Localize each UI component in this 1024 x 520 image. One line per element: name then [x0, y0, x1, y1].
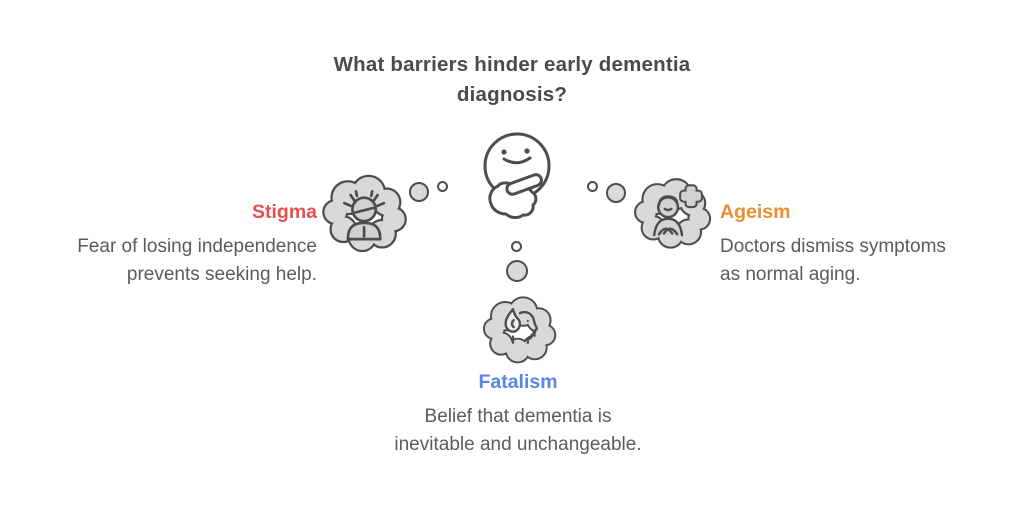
- ageism-thought-bubble: [634, 178, 712, 249]
- stigma-thought-bubble: [322, 174, 407, 253]
- ageism-label: Ageism: [720, 201, 791, 223]
- stressed-person-icon: [342, 190, 386, 241]
- page-title: What barriers hinder early dementia diag…: [0, 50, 1024, 109]
- stigma-text-block: Stigma Fear of losing independence preve…: [17, 200, 317, 289]
- page-title-line2: diagnosis?: [456, 82, 568, 106]
- thought-trail-dot: [511, 241, 522, 252]
- ageism-text-block: Ageism Doctors dismiss symptoms as norma…: [720, 200, 1020, 289]
- thought-trail-dot: [606, 183, 626, 203]
- thought-trail-dot: [587, 181, 598, 192]
- stigma-label: Stigma: [251, 201, 317, 223]
- fatalism-description: Belief that dementia is inevitable and u…: [394, 406, 642, 455]
- thinking-face-icon: [483, 132, 551, 219]
- doctor-with-medical-cross-icon: [652, 184, 703, 237]
- thought-trail-dot: [437, 181, 448, 192]
- thought-trail-dot: [506, 260, 528, 282]
- thought-trail-dot: [409, 182, 429, 202]
- stigma-description: Fear of losing independence prevents see…: [77, 236, 317, 285]
- fatalism-thought-bubble: [482, 296, 557, 364]
- head-profile-with-flame-icon: [504, 308, 539, 344]
- ageism-description: Doctors dismiss symptoms as normal aging…: [720, 236, 946, 285]
- page-title-line1: What barriers hinder early dementia: [333, 53, 691, 76]
- fatalism-label: Fatalism: [478, 371, 558, 393]
- fatalism-text-block: Fatalism Belief that dementia is inevita…: [368, 370, 668, 459]
